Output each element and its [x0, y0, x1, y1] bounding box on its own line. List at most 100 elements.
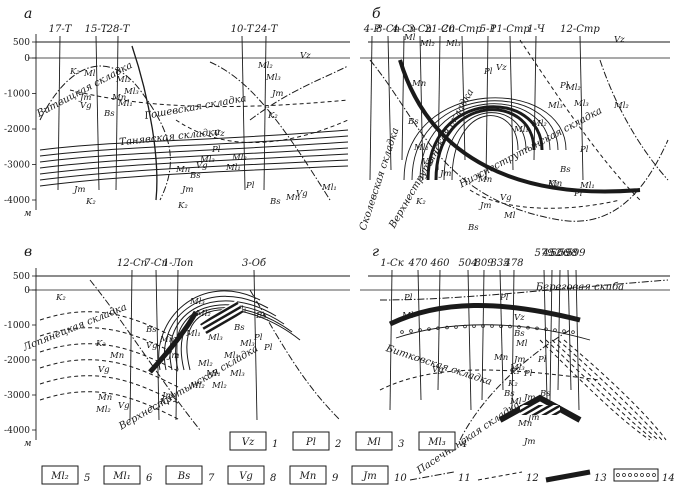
formation-label: Ml: [509, 397, 522, 407]
formation-label: Bs: [559, 165, 571, 175]
bedding-line: [39, 141, 349, 163]
legend-swatch: [229, 431, 267, 451]
legend-item-14: 14: [613, 468, 675, 484]
well-label: 4-Р: [363, 24, 381, 35]
legend-label: Vz: [242, 437, 255, 448]
legend-number: 13: [594, 473, 607, 484]
formation-label: Jm: [160, 391, 173, 401]
formation-label: Pl: [263, 343, 273, 353]
formation-label: Vz: [300, 51, 311, 61]
well-trace: [417, 269, 422, 401]
fold-axis: [39, 65, 171, 201]
depth-tick-label: -2000: [4, 356, 30, 366]
legend-number: 5: [84, 473, 90, 484]
depth-tick-label: -1000: [4, 321, 30, 331]
legend-number: 7: [208, 473, 215, 484]
legend-item-11: 11: [409, 471, 471, 484]
formation-label: Ml₁: [117, 99, 133, 109]
well-trace: [575, 269, 580, 411]
formation-label: Ml₃: [229, 369, 245, 379]
legend-dot: [646, 473, 650, 477]
formation-label: Ml₃: [239, 339, 255, 349]
formation-label: Mn: [517, 419, 532, 429]
legend-symbol-dotted-band: [613, 468, 659, 482]
formation-label: Pl: [483, 67, 493, 77]
panel-letter: г: [372, 244, 379, 260]
formation-label: Ml₂: [211, 381, 227, 391]
well-label: 11-Стр: [490, 24, 530, 35]
legend-item-12: 12: [477, 471, 539, 484]
dotted-band-dot: [436, 326, 440, 331]
bedding-line: [39, 153, 349, 175]
formation-label: Jm: [526, 413, 539, 423]
legend-label: Jm: [361, 471, 377, 482]
bedding-line: [545, 339, 655, 441]
legend-number: 8: [270, 473, 276, 484]
formation-label: Pl: [573, 189, 583, 199]
formation-label: Ml: [403, 33, 416, 43]
dotted-band-dot: [508, 324, 512, 329]
formation-label: Ml₂: [531, 119, 547, 129]
well-label: 579: [534, 248, 554, 259]
formation-label: Mn: [411, 79, 426, 89]
well-trace: [437, 269, 441, 391]
well-trace: [241, 35, 246, 191]
formation-label: Bs: [145, 325, 157, 335]
dotted-band-dot: [454, 325, 458, 329]
fold-arc: [180, 307, 293, 371]
legend-label: Ml: [366, 437, 380, 448]
well-label: 598: [558, 248, 577, 259]
well-label: 17-Т: [49, 24, 73, 35]
well-label: 7-Сп: [144, 258, 168, 269]
formation-label: K₂: [159, 397, 170, 407]
legend-number: 4: [460, 439, 467, 450]
bedding-line: [175, 119, 349, 143]
bedding-line: [249, 65, 349, 121]
formation-label: Ml₁: [185, 329, 201, 339]
dotted-band-dot: [445, 325, 449, 330]
formation-label: Bs: [467, 223, 479, 233]
formation-label: Ml₂: [257, 61, 273, 71]
formation-label: Ml₁: [205, 369, 221, 379]
well-trace: [461, 35, 466, 161]
legend-label: Ml₂: [50, 471, 68, 482]
formation-label: Vz: [614, 35, 625, 45]
legend-dot: [628, 473, 632, 477]
well-trace: [263, 35, 267, 191]
well-trace: [389, 269, 393, 411]
formation-label: Ml₁: [223, 351, 239, 361]
well-trace: [57, 35, 61, 191]
anticline-arc: [411, 100, 559, 181]
legend-number: 9: [332, 473, 339, 484]
well-label: 4-Сп: [391, 24, 416, 35]
legend-number: 10: [394, 473, 407, 484]
formation-label: Bs: [255, 311, 267, 321]
formation-label: Mn: [175, 165, 190, 175]
formation-label: Jm: [270, 89, 283, 99]
well-label: 599: [566, 248, 586, 259]
structure-lines: [39, 39, 669, 441]
dotted-band-dot: [526, 325, 530, 330]
legend-swatch: [355, 431, 393, 451]
bedding-line: [519, 39, 641, 201]
formation-label: Vg: [432, 365, 444, 375]
dotted-band-dot: [517, 325, 521, 329]
thrust-line: [379, 279, 669, 301]
well-label: 1-Лоп: [163, 258, 194, 269]
dotted-band-dot: [553, 328, 557, 332]
formation-label: K₂: [85, 197, 96, 207]
panel-letter: а: [24, 6, 32, 22]
anticline-arc: [451, 115, 519, 181]
formation-label: Ml₁: [413, 143, 429, 153]
legend-symbol-thick-bar: [545, 469, 591, 483]
formation-label: K₂: [55, 293, 66, 303]
well-trace: [549, 269, 553, 401]
formation-label: Ml₃: [199, 155, 215, 165]
formation-label: Mn: [97, 393, 112, 403]
formation-label: Pl: [559, 81, 569, 91]
formation-label: Jm: [166, 351, 179, 361]
